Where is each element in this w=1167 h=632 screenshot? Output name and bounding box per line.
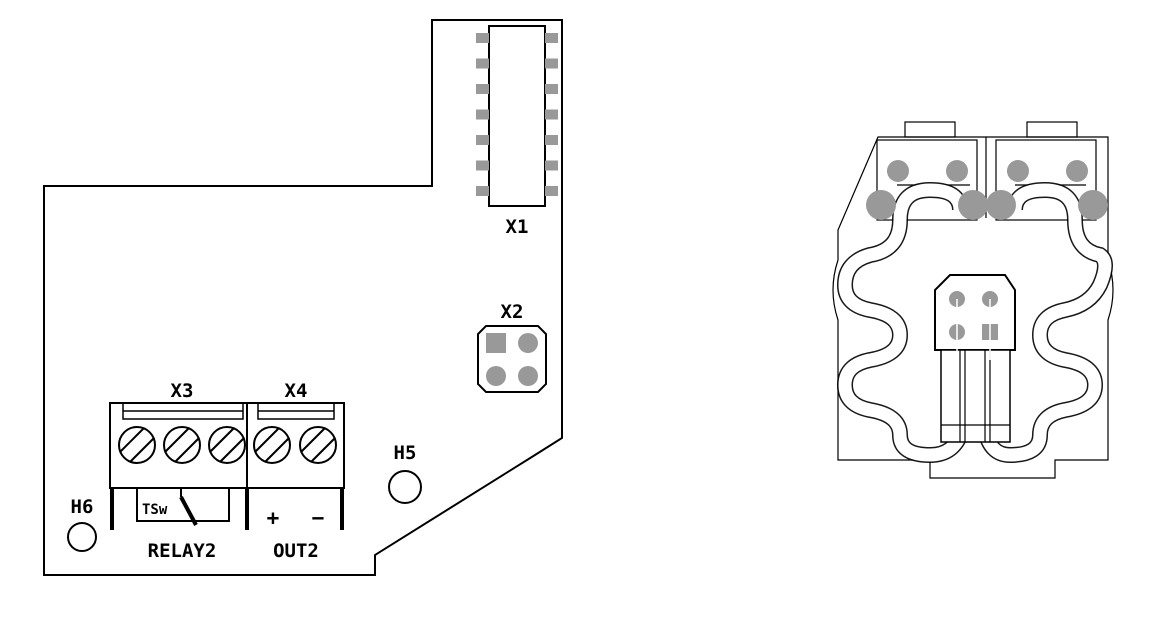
switch-tab: [904, 121, 956, 138]
terminal-screw: [163, 426, 201, 464]
terminal-screw: [118, 426, 156, 464]
ic-x1-pads: [476, 33, 558, 196]
ic-pin-pad: [476, 135, 489, 145]
relay-symbol: TSw: [136, 488, 230, 526]
label-out2: OUT2: [273, 540, 319, 562]
sensor-leads: [956, 299, 991, 360]
switch-tab: [1026, 121, 1078, 138]
terminal-screw: [299, 426, 337, 464]
ic-pin-pad: [476, 160, 489, 171]
label-h6: H6: [71, 496, 94, 518]
ic-pin-pad: [476, 33, 489, 43]
left-pcb: X1 X2 X3 X4: [43, 19, 563, 576]
left-board-outline: [43, 19, 563, 576]
ic-pin-pad: [545, 109, 558, 120]
x2-pad: [518, 366, 538, 386]
terminal-screw: [208, 426, 246, 464]
right-pcb: [832, 121, 1114, 479]
ic-pin-pad: [476, 58, 489, 69]
ic-pin-pad: [545, 160, 558, 171]
mounting-hole-h6: [67, 522, 97, 552]
ic-pin-pad: [476, 109, 489, 120]
sensor-component: [934, 274, 1016, 351]
label-plus: +: [267, 506, 280, 530]
terminal-block: [109, 402, 345, 530]
ic-pin-pad: [476, 84, 489, 94]
x2-pad: [486, 366, 506, 386]
label-x4: X4: [285, 380, 308, 402]
label-tsw: TSw: [142, 502, 168, 518]
ic-pin-pad: [545, 33, 558, 43]
terminal-screw: [253, 426, 291, 464]
ic-x1: X1: [476, 25, 558, 238]
terminal-screws: [118, 426, 337, 464]
ic-pin-pad: [545, 84, 558, 94]
right-board-outline: [832, 136, 1114, 479]
ic-pin-pad: [545, 58, 558, 69]
mounting-hole-h5: [388, 470, 422, 504]
label-h5: H5: [394, 442, 417, 464]
x2-square-pad: [486, 333, 506, 353]
label-x1: X1: [506, 216, 529, 238]
right-pads: [866, 160, 1108, 340]
label-minus: −: [312, 506, 325, 530]
ic-pin-pad: [476, 186, 489, 196]
label-x3: X3: [171, 380, 194, 402]
x2-pad: [518, 333, 538, 353]
connector-x2: X2: [477, 301, 547, 393]
ic-pin-pad: [545, 135, 558, 145]
label-relay2: RELAY2: [148, 540, 217, 562]
ic-pin-pad: [545, 186, 558, 196]
label-x2: X2: [501, 301, 524, 323]
